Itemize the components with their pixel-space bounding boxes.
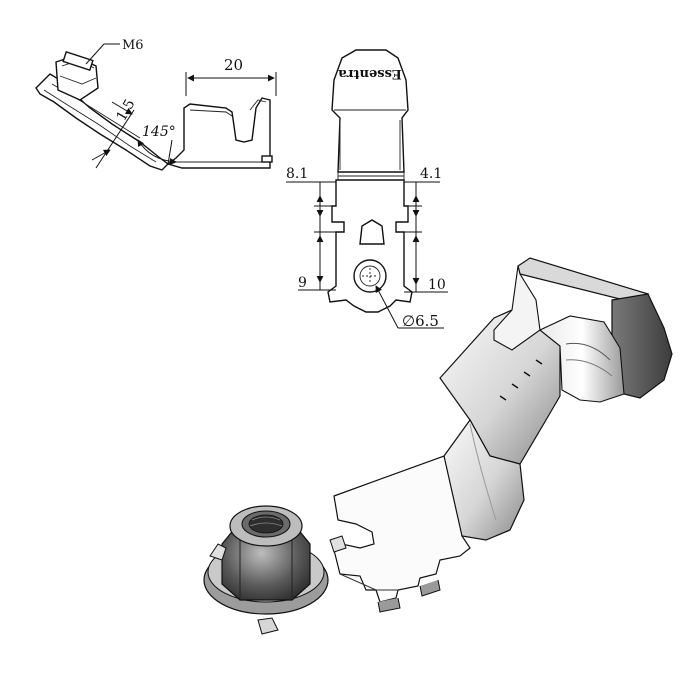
side-view: M6 1.5 145° 20 <box>35 38 277 171</box>
top-view: Essentra 8.1 9 4.1 10 ∅6.5 <box>286 49 448 330</box>
render-tab <box>333 455 471 603</box>
render-barrel-inner <box>538 315 625 403</box>
top-view-tab <box>327 179 413 313</box>
dim-left-upper: 8.1 <box>286 166 308 182</box>
side-view-barrel <box>166 97 271 169</box>
render-barrel-side <box>493 265 541 351</box>
dim-left-lower: 9 <box>298 275 307 291</box>
render-3d <box>203 257 673 635</box>
length-label: 20 <box>224 56 243 74</box>
render-nut <box>203 505 347 635</box>
angle-label: 145° <box>142 124 176 140</box>
top-view-lance <box>359 219 385 245</box>
thickness-label: 1.5 <box>114 97 139 124</box>
thread-size-label: M6 <box>122 38 144 53</box>
dim-right-lower: 10 <box>428 277 446 293</box>
dim-right-upper: 4.1 <box>420 166 442 182</box>
barrel-marking: Essentra <box>338 66 402 81</box>
side-view-flange <box>35 73 170 171</box>
hole-diameter-label: ∅6.5 <box>402 312 439 330</box>
side-view-nut <box>55 51 99 101</box>
